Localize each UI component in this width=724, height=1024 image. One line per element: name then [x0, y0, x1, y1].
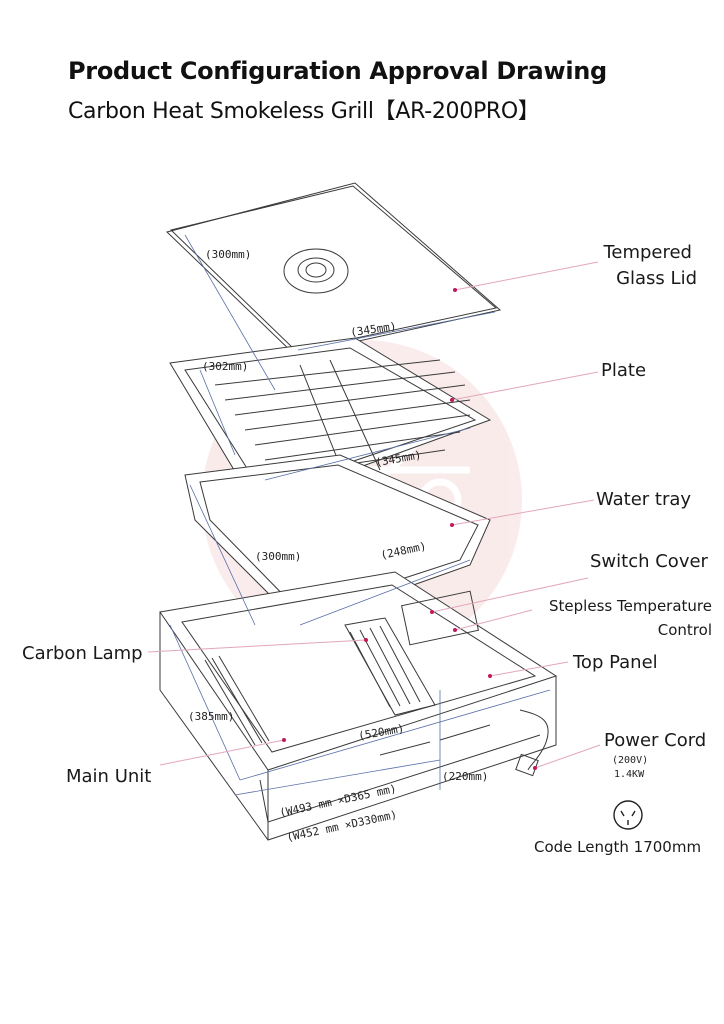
- dim-plate-depth: (302mm): [202, 360, 248, 373]
- dim-unit-height: (220mm): [442, 770, 488, 783]
- grill-plate: [169, 337, 492, 506]
- dim-unit-depth: (385mm): [188, 710, 234, 723]
- label-wattage: 1.4KW: [614, 769, 645, 780]
- dimension-lines: [169, 234, 551, 796]
- label-glass-lid-line2: Glass Lid: [616, 268, 697, 289]
- dim-lid-width: (345mm): [349, 320, 397, 339]
- label-carbon-lamp: Carbon Lamp: [22, 643, 143, 664]
- dim-lid-depth: (300mm): [205, 248, 251, 261]
- label-plate: Plate: [601, 360, 647, 381]
- leader-lines: [147, 261, 601, 769]
- label-switch-cover: Switch Cover: [590, 551, 708, 572]
- plug-icon: [613, 800, 643, 830]
- main-unit: [159, 571, 558, 841]
- label-temp-control-line1: Stepless Temperature: [549, 597, 712, 615]
- product-subtitle: Carbon Heat Smokeless Grill【AR-200PRO】: [68, 99, 540, 124]
- label-glass-lid-line1: Tempered: [603, 242, 692, 263]
- water-tray: [184, 454, 491, 626]
- page-title: Product Configuration Approval Drawing: [68, 57, 607, 85]
- label-power-cord: Power Cord: [604, 730, 707, 751]
- label-voltage: (200V): [612, 755, 649, 766]
- label-main-unit: Main Unit: [66, 766, 152, 787]
- label-temp-control-line2: Control: [657, 621, 712, 639]
- label-water-tray: Water tray: [596, 489, 692, 510]
- label-cord-length: Code Length 1700mm: [534, 838, 702, 856]
- glass-lid: [166, 182, 502, 356]
- callout-markers: [282, 288, 537, 770]
- dim-tray-depth: (300mm): [255, 550, 301, 563]
- label-top-panel: Top Panel: [573, 652, 658, 673]
